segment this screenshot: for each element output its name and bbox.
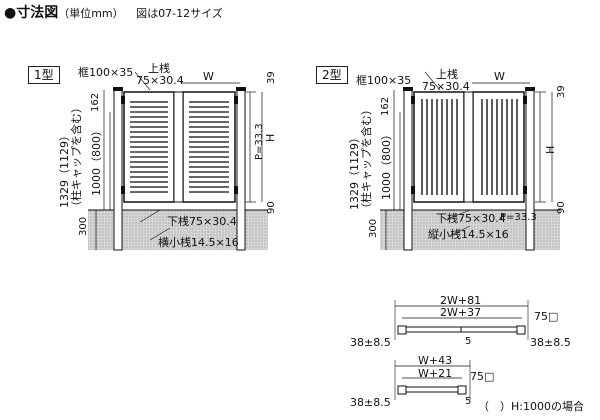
type1-top-rail-label: 上桟: [148, 62, 170, 75]
unit-note: （単位mm）: [58, 7, 124, 20]
type1-dim-39: 39: [266, 71, 277, 84]
type2-frame-label: 框100×35: [356, 74, 412, 87]
page-header: ●寸法図（単位mm） 図は07-12サイズ: [4, 2, 223, 22]
type2-dim-39: 39: [556, 85, 567, 98]
type1-frame-label: 框100×35: [78, 66, 134, 79]
type2-width-label: W: [494, 70, 505, 83]
type1-dim-90: 90: [266, 201, 277, 214]
plan-double-right-offset: 38±8.5: [530, 336, 571, 349]
type2-left-slats: [419, 99, 459, 195]
plan-double-outer: 2W+81: [440, 294, 482, 307]
type1-right-post: [236, 89, 246, 251]
type2-pitch-label: P=33.3: [500, 212, 537, 223]
type1-gate: [88, 71, 268, 251]
type2-label: 2型: [316, 66, 348, 84]
plan-double-left-offset: 38±8.5: [350, 336, 391, 349]
type1-width-label: W: [203, 70, 214, 83]
type2-right-post: [525, 89, 535, 251]
plan-single-leaf: [405, 386, 459, 393]
type2-bottom-rail: 下桟75×30.4: [436, 212, 506, 225]
plan-single-inner: W+21: [418, 367, 453, 380]
type1-label: 1型: [28, 66, 60, 84]
type1-right-slats: [189, 100, 229, 194]
plan-single-left-post: [397, 385, 407, 395]
type2-post-note: （柱キャップを含む）: [360, 104, 373, 214]
type2-vertical-slat: 縦小桟14.5×16: [428, 228, 509, 241]
type1-post-note: （柱キャップを含む）: [70, 102, 83, 212]
type2-top-rail-size: 75×30.4: [422, 80, 470, 93]
plan-double-post: 75□: [534, 310, 559, 323]
type2-top-rail-label: 上桟: [436, 68, 458, 81]
type2-left-post: [403, 89, 413, 251]
bullet-icon: ●: [4, 5, 17, 21]
page-title: 寸法図: [16, 5, 59, 21]
plan-single-outer: W+43: [418, 354, 453, 367]
type1-height-label: H: [264, 133, 277, 142]
type1-pitch-label: P=33.3: [254, 123, 265, 160]
plan-double-gap: 5: [465, 336, 472, 347]
plan-single-gap: 5: [465, 396, 472, 407]
plan-double-left-post: [397, 325, 407, 335]
type1-bottom-rail: 下桟75×30.4: [167, 215, 237, 228]
type2-dim-300: 300: [368, 218, 379, 238]
type1-top-rail-size: 75×30.4: [136, 74, 184, 87]
type1-dim-1000: 1000（800）: [90, 125, 103, 196]
type2-right-slats: [478, 99, 519, 195]
size-note: 図は07-12サイズ: [136, 7, 223, 20]
type1-dim-162: 162: [90, 92, 101, 112]
type2-dim-162: 162: [380, 96, 391, 116]
footnote: （ ）H:1000の場合: [478, 400, 584, 413]
type2-dim-1000: 1000（800）: [380, 129, 393, 200]
type1-left-slats: [130, 100, 168, 194]
type1-left-post: [113, 89, 123, 251]
plan-single-right-post: [457, 385, 467, 395]
type2-height-label: H: [544, 145, 557, 154]
plan-single-left-offset: 38±8.5: [350, 396, 391, 409]
type2-dim-90: 90: [556, 201, 567, 214]
plan-view-double: [394, 300, 529, 340]
plan-view-single: [394, 360, 471, 400]
plan-double-right-post: [516, 325, 526, 335]
plan-single-post: 75□: [470, 370, 495, 383]
type1-horizontal-slat: 横小桟14.5×16: [158, 236, 239, 249]
type1-dim-300: 300: [78, 216, 89, 236]
plan-double-inner: 2W+37: [440, 306, 482, 319]
type2-gate: [380, 71, 560, 251]
